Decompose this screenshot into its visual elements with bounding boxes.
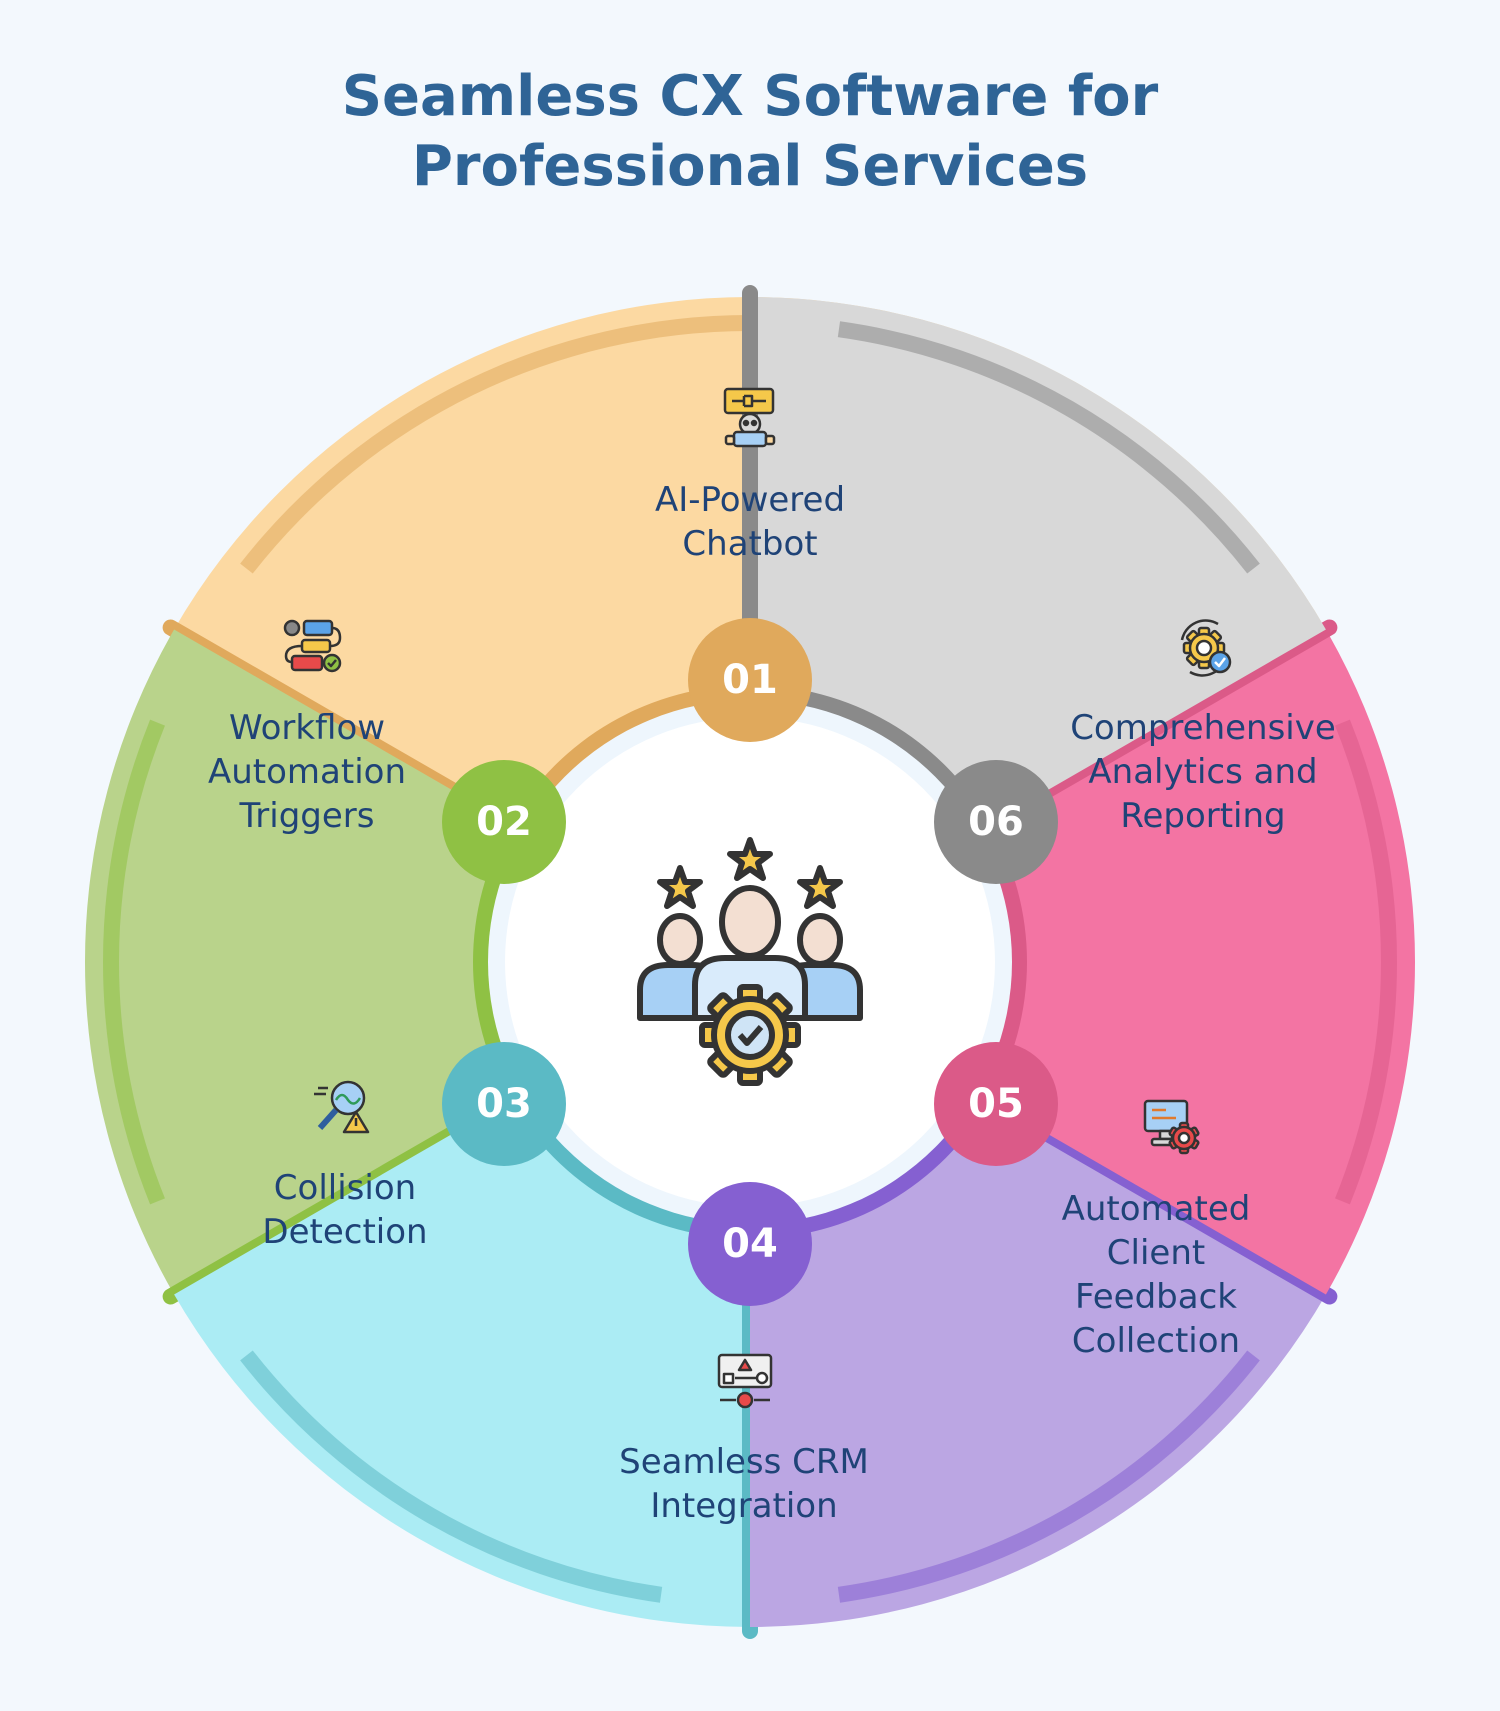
- segment-06: [750, 297, 1326, 835]
- crm-integration-icon: [717, 1353, 773, 1409]
- segment-number-02: 02: [442, 760, 566, 884]
- feedback-monitor-icon: [1143, 1099, 1200, 1155]
- segment-02-swoosh: [103, 719, 165, 1205]
- page-title: Seamless CX Software for Professional Se…: [0, 62, 1500, 202]
- segment-05-inner-band: [970, 823, 1027, 1101]
- workflow-icon: [283, 619, 342, 673]
- segment-04: [750, 1089, 1326, 1627]
- analytics-gear-icon: [1180, 619, 1232, 677]
- segment-number-06: 06: [934, 760, 1058, 884]
- title-line-2: Professional Services: [411, 134, 1089, 199]
- segment-05: [970, 629, 1415, 1295]
- segment-number-04: 04: [688, 1182, 812, 1306]
- segment-number-05: 05: [934, 1042, 1058, 1166]
- collision-search-icon: [314, 1080, 370, 1134]
- title-line-1: Seamless CX Software for: [341, 64, 1159, 129]
- segment-05-swoosh: [1335, 719, 1397, 1205]
- segment-number-01: 01: [688, 618, 812, 742]
- team-gear-stars-icon: [637, 837, 863, 1086]
- segment-02-inner-band: [473, 823, 530, 1101]
- segment-02: [84, 629, 530, 1295]
- segment-number-03: 03: [442, 1042, 566, 1166]
- chatbot-icon: [723, 387, 776, 448]
- segment-03: [174, 1089, 750, 1627]
